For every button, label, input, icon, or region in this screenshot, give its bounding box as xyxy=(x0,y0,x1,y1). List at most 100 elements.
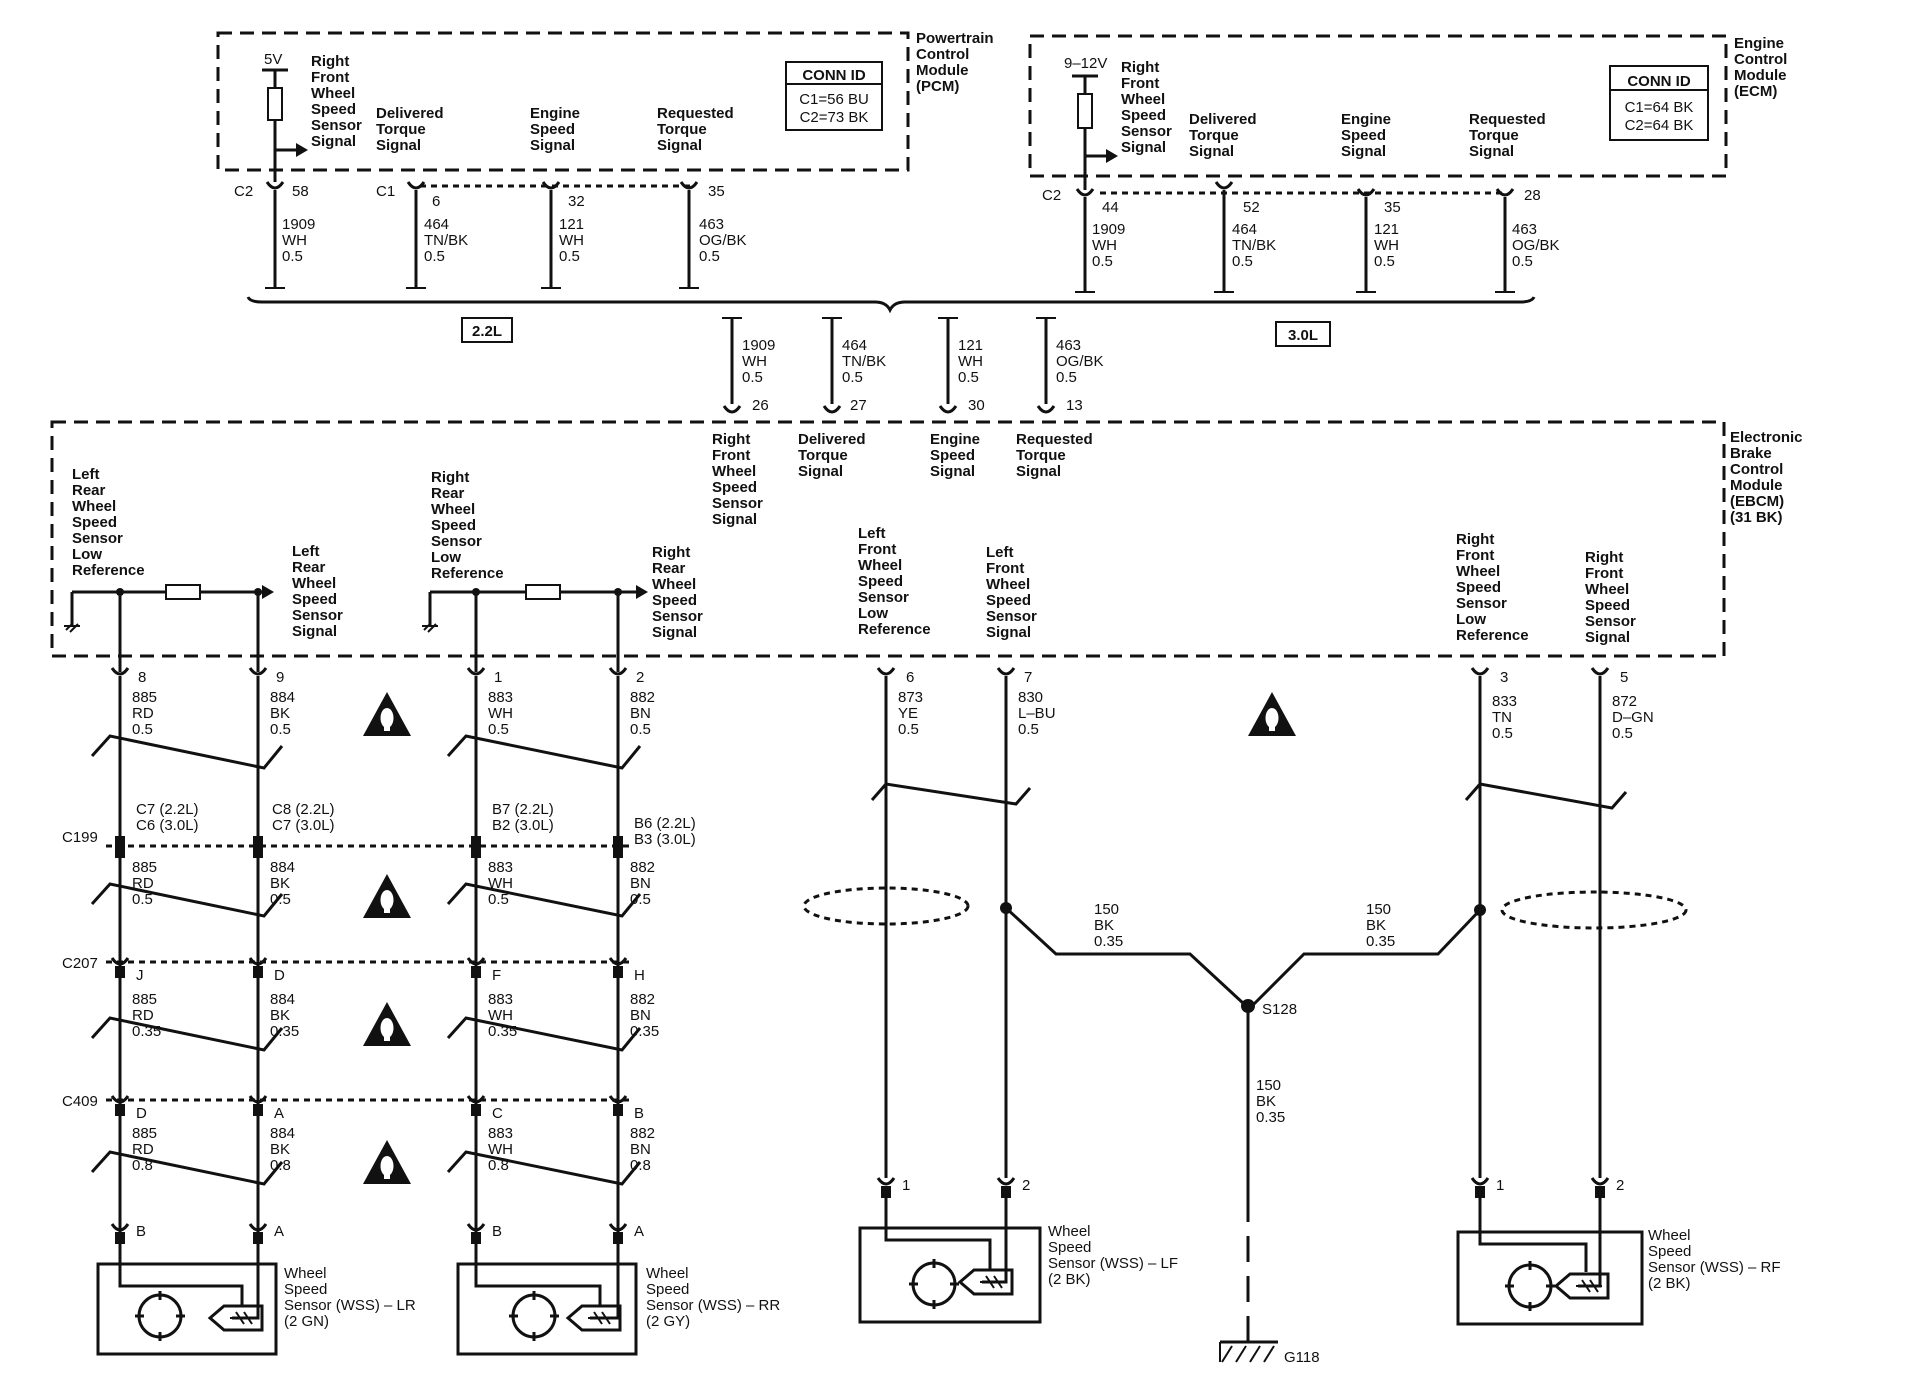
svg-text:52: 52 xyxy=(1243,199,1260,216)
svg-text:C1=64 BK: C1=64 BK xyxy=(1625,99,1694,116)
pcm-signal-requested-torque: Requested Torque Signal xyxy=(657,105,738,154)
svg-text:884: 884 xyxy=(270,1125,295,1142)
svg-text:0.5: 0.5 xyxy=(1018,721,1039,738)
svg-text:2: 2 xyxy=(1022,1177,1030,1194)
svg-text:Sensor (WSS) – LF: Sensor (WSS) – LF xyxy=(1048,1255,1178,1272)
svg-text:BK: BK xyxy=(1256,1093,1276,1110)
svg-text:884: 884 xyxy=(270,991,295,1008)
svg-text:1: 1 xyxy=(902,1177,910,1194)
svg-text:0.5: 0.5 xyxy=(559,248,580,265)
svg-text:463: 463 xyxy=(1512,221,1537,238)
svg-text:121: 121 xyxy=(958,337,983,354)
ebcm-signal-requested-torque: Requested Torque Signal xyxy=(1016,431,1097,480)
svg-text:0.8: 0.8 xyxy=(488,1157,509,1174)
ebcm-lr-signal-label: Left Rear Wheel Speed Sensor Signal xyxy=(292,543,347,640)
ebcm-signal-rf-wss: Right Front Wheel Speed Sensor Signal xyxy=(712,431,767,528)
sensor-wheel-icon xyxy=(1505,1261,1555,1311)
svg-text:OG/BK: OG/BK xyxy=(1056,353,1104,370)
svg-text:0.5: 0.5 xyxy=(630,891,651,908)
pcm-conn-id-box: CONN ID C1=56 BU C2=73 BK xyxy=(785,61,883,131)
svg-text:872: 872 xyxy=(1612,693,1637,710)
svg-text:1909: 1909 xyxy=(282,216,315,233)
svg-text:0.5: 0.5 xyxy=(424,248,445,265)
svg-text:6: 6 xyxy=(432,193,440,210)
sensor-coil-icon xyxy=(1553,1272,1610,1300)
svg-text:YE: YE xyxy=(898,705,918,722)
svg-text:G118: G118 xyxy=(1284,1349,1320,1366)
svg-text:H: H xyxy=(634,967,645,984)
svg-text:CONN ID: CONN ID xyxy=(802,67,866,84)
warning-icon xyxy=(363,1140,411,1184)
svg-text:Wheel: Wheel xyxy=(646,1265,689,1282)
svg-text:C2=64 BK: C2=64 BK xyxy=(1625,117,1694,134)
svg-text:0.5: 0.5 xyxy=(1612,725,1633,742)
svg-text:Sensor (WSS) – RF: Sensor (WSS) – RF xyxy=(1648,1259,1781,1276)
svg-text:833: 833 xyxy=(1492,693,1517,710)
svg-text:882: 882 xyxy=(630,859,655,876)
svg-text:0.5: 0.5 xyxy=(132,891,153,908)
svg-text:3: 3 xyxy=(1500,669,1508,686)
svg-text:9: 9 xyxy=(276,669,284,686)
svg-text:WH: WH xyxy=(282,232,307,249)
svg-text:0.5: 0.5 xyxy=(488,721,509,738)
ecm-conn-id-box: CONN ID C1=64 BK C2=64 BK xyxy=(1609,65,1709,141)
svg-text:Speed: Speed xyxy=(284,1281,327,1298)
svg-text:C8 (2.2L): C8 (2.2L) xyxy=(272,801,335,818)
svg-text:Speed: Speed xyxy=(646,1281,689,1298)
svg-text:B: B xyxy=(136,1223,146,1240)
svg-text:0.5: 0.5 xyxy=(132,721,153,738)
svg-text:8: 8 xyxy=(138,669,146,686)
svg-text:883: 883 xyxy=(488,1125,513,1142)
svg-text:0.35: 0.35 xyxy=(630,1023,659,1040)
svg-text:C7 (3.0L): C7 (3.0L) xyxy=(272,817,335,834)
svg-text:BK: BK xyxy=(270,1007,290,1024)
svg-text:27: 27 xyxy=(850,397,867,414)
svg-text:0.8: 0.8 xyxy=(132,1157,153,1174)
svg-text:0.5: 0.5 xyxy=(270,721,291,738)
svg-text:885: 885 xyxy=(132,1125,157,1142)
svg-text:C7 (2.2L): C7 (2.2L) xyxy=(136,801,199,818)
svg-text:830: 830 xyxy=(1018,689,1043,706)
svg-text:B2 (3.0L): B2 (3.0L) xyxy=(492,817,554,834)
ecm-signal-delivered-torque: Delivered Torque Signal xyxy=(1189,111,1261,160)
svg-text:RD: RD xyxy=(132,1141,154,1158)
engine-option-2-2l: 2.2L xyxy=(472,323,502,340)
ebcm-module: Electronic Brake Control Module (EBCM) (… xyxy=(50,420,1803,672)
svg-text:1: 1 xyxy=(1496,1177,1504,1194)
wheel-speed-sensor-lr: Wheel Speed Sensor (WSS) – LR (2 GN) xyxy=(96,1244,416,1356)
svg-text:RD: RD xyxy=(132,705,154,722)
svg-text:BK: BK xyxy=(270,1141,290,1158)
sensor-wheel-icon xyxy=(135,1291,185,1341)
ebcm-rr-internal-circuit xyxy=(422,584,648,672)
svg-text:Sensor (WSS) – LR: Sensor (WSS) – LR xyxy=(284,1297,416,1314)
svg-text:C2: C2 xyxy=(1042,187,1061,204)
svg-text:(2 BK): (2 BK) xyxy=(1048,1271,1091,1288)
svg-text:882: 882 xyxy=(630,991,655,1008)
svg-text:5V: 5V xyxy=(264,51,282,68)
svg-text:WH: WH xyxy=(1092,237,1117,254)
svg-text:C6 (3.0L): C6 (3.0L) xyxy=(136,817,199,834)
svg-text:BK: BK xyxy=(270,875,290,892)
ebcm-signal-engine-speed: Engine Speed Signal xyxy=(930,431,984,480)
svg-text:873: 873 xyxy=(898,689,923,706)
svg-text:CONN ID: CONN ID xyxy=(1627,73,1691,90)
svg-text:0.35: 0.35 xyxy=(1094,933,1123,950)
svg-text:A: A xyxy=(274,1105,284,1122)
svg-text:1909: 1909 xyxy=(742,337,775,354)
svg-text:882: 882 xyxy=(630,689,655,706)
svg-text:32: 32 xyxy=(568,193,585,210)
svg-text:150: 150 xyxy=(1256,1077,1281,1094)
ecm-signal-requested-torque: Requested Torque Signal xyxy=(1469,111,1550,160)
svg-text:150: 150 xyxy=(1366,901,1391,918)
ecm-signal-engine-speed: Engine Speed Signal xyxy=(1341,111,1395,160)
svg-text:B: B xyxy=(492,1223,502,1240)
svg-text:Wheel: Wheel xyxy=(1048,1223,1091,1240)
sensor-coil-icon xyxy=(207,1304,264,1332)
svg-text:121: 121 xyxy=(559,216,584,233)
svg-text:0.5: 0.5 xyxy=(1232,253,1253,270)
ebcm-lf-signal-label: Left Front Wheel Speed Sensor Signal xyxy=(986,544,1041,641)
svg-text:464: 464 xyxy=(1232,221,1257,238)
svg-text:D: D xyxy=(136,1105,147,1122)
connector-c409: C409 D A C B xyxy=(62,1093,644,1122)
svg-text:WH: WH xyxy=(488,1141,513,1158)
